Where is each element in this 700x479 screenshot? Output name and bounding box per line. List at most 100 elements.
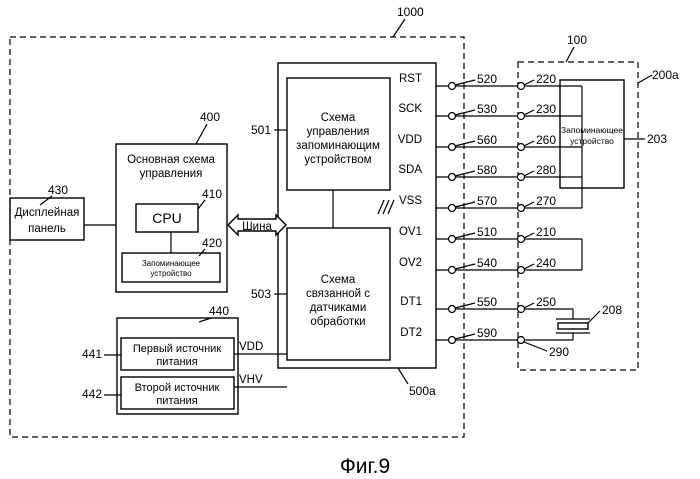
ref-203: 203 [647, 132, 667, 146]
leader-590 [455, 334, 475, 339]
leader-510 [455, 233, 475, 238]
terminal-590 [449, 337, 456, 344]
terminal-560 [449, 144, 456, 151]
ref-560: 560 [477, 133, 497, 147]
ref-441: 441 [82, 347, 102, 361]
svg-text:датчиками: датчиками [310, 302, 367, 314]
leader-530 [455, 110, 475, 115]
svg-text:Схема: Схема [321, 112, 356, 124]
svg-text:устройством: устройством [304, 154, 371, 166]
terminal-550 [449, 306, 456, 313]
leader-550 [455, 303, 475, 308]
ref-400: 400 [200, 110, 220, 124]
ref-230: 230 [536, 102, 556, 116]
signal-name-dt1: DT1 [400, 296, 422, 308]
leader-580 [455, 171, 475, 176]
terminal-510 [449, 236, 456, 243]
ref-590: 590 [477, 326, 497, 340]
cartridge-memory-label: Запоминающее устройство [561, 125, 623, 146]
leader-280 [524, 171, 534, 176]
terminal-270 [518, 205, 525, 212]
svg-text:Основная схема: Основная схема [127, 154, 215, 166]
signal-name-ov1: OV1 [399, 226, 422, 238]
ref-290: 290 [549, 345, 569, 359]
svg-text:Запоминающее: Запоминающее [561, 125, 623, 135]
vdd-power-label: VDD [239, 341, 263, 353]
svg-text:устройство: устройство [570, 136, 614, 146]
terminal-260 [518, 144, 525, 151]
ref-200a: 200a [652, 68, 679, 82]
terminal-210 [518, 236, 525, 243]
ref-580: 580 [477, 163, 497, 177]
ref-520: 520 [477, 72, 497, 86]
leader-210 [524, 233, 534, 238]
ref-250: 250 [536, 295, 556, 309]
ref-208: 208 [602, 303, 622, 317]
svg-text:управления: управления [307, 126, 370, 138]
ref-550: 550 [477, 295, 497, 309]
ref-1000: 1000 [397, 5, 424, 19]
ref-503: 503 [251, 287, 271, 301]
signal-name-sck: SCK [398, 103, 422, 115]
ref-210: 210 [536, 225, 556, 239]
signal-name-vdd: VDD [398, 134, 422, 146]
signal-name-ov2: OV2 [399, 257, 422, 269]
leader-560 [455, 141, 475, 146]
svg-text:устройство: устройство [150, 269, 192, 278]
ref-270: 270 [536, 194, 556, 208]
ref-100: 100 [567, 33, 587, 47]
svg-text:питания: питания [156, 356, 197, 368]
cpu-label: CPU [152, 210, 182, 226]
svg-text:Схема: Схема [321, 274, 356, 286]
leader-250 [524, 303, 534, 308]
terminal-520 [449, 83, 456, 90]
signal-name-dt2: DT2 [400, 327, 422, 339]
terminal-530 [449, 113, 456, 120]
svg-text:Запоминающее: Запоминающее [142, 259, 201, 268]
ref-501: 501 [251, 123, 271, 137]
terminal-290 [518, 337, 525, 344]
leader-270 [524, 202, 534, 207]
svg-text:обработки: обработки [310, 316, 365, 328]
svg-text:запоминающим: запоминающим [296, 140, 380, 152]
svg-text:питания: питания [156, 395, 197, 407]
ref-500a: 500a [409, 384, 436, 398]
vhv-power-label: VHV [239, 374, 263, 386]
leader-520 [455, 80, 475, 85]
ref-540: 540 [477, 256, 497, 270]
terminal-570 [449, 205, 456, 212]
leader-570 [455, 202, 475, 207]
figure-caption: Фиг.9 [340, 455, 390, 478]
ref-530: 530 [477, 102, 497, 116]
leader-230 [524, 110, 534, 115]
ref-260: 260 [536, 133, 556, 147]
terminal-220 [518, 83, 525, 90]
leader-290 [524, 342, 547, 351]
terminal-230 [518, 113, 525, 120]
ref-240: 240 [536, 256, 556, 270]
svg-text:Второй источник: Второй источник [135, 382, 220, 394]
ref-510: 510 [477, 225, 497, 239]
leader-220 [524, 80, 534, 85]
terminal-240 [518, 267, 525, 274]
terminal-280 [518, 174, 525, 181]
signal-name-rst: RST [399, 73, 422, 85]
leader-260 [524, 141, 534, 146]
svg-text:панель: панель [28, 223, 66, 235]
signal-name-vss: VSS [399, 195, 422, 207]
bus-label: Шина [242, 221, 272, 233]
ref-442: 442 [82, 387, 102, 401]
piezo-element-208 [558, 323, 588, 329]
svg-text:Первый источник: Первый источник [133, 343, 221, 355]
ref-280: 280 [536, 163, 556, 177]
svg-text:управления: управления [140, 168, 203, 180]
terminal-540 [449, 267, 456, 274]
leader-240 [524, 264, 534, 269]
ref-220: 220 [536, 72, 556, 86]
leader-540 [455, 264, 475, 269]
ref-570: 570 [477, 194, 497, 208]
ref-440: 440 [209, 304, 229, 318]
terminal-580 [449, 174, 456, 181]
ref-420: 420 [202, 236, 222, 250]
